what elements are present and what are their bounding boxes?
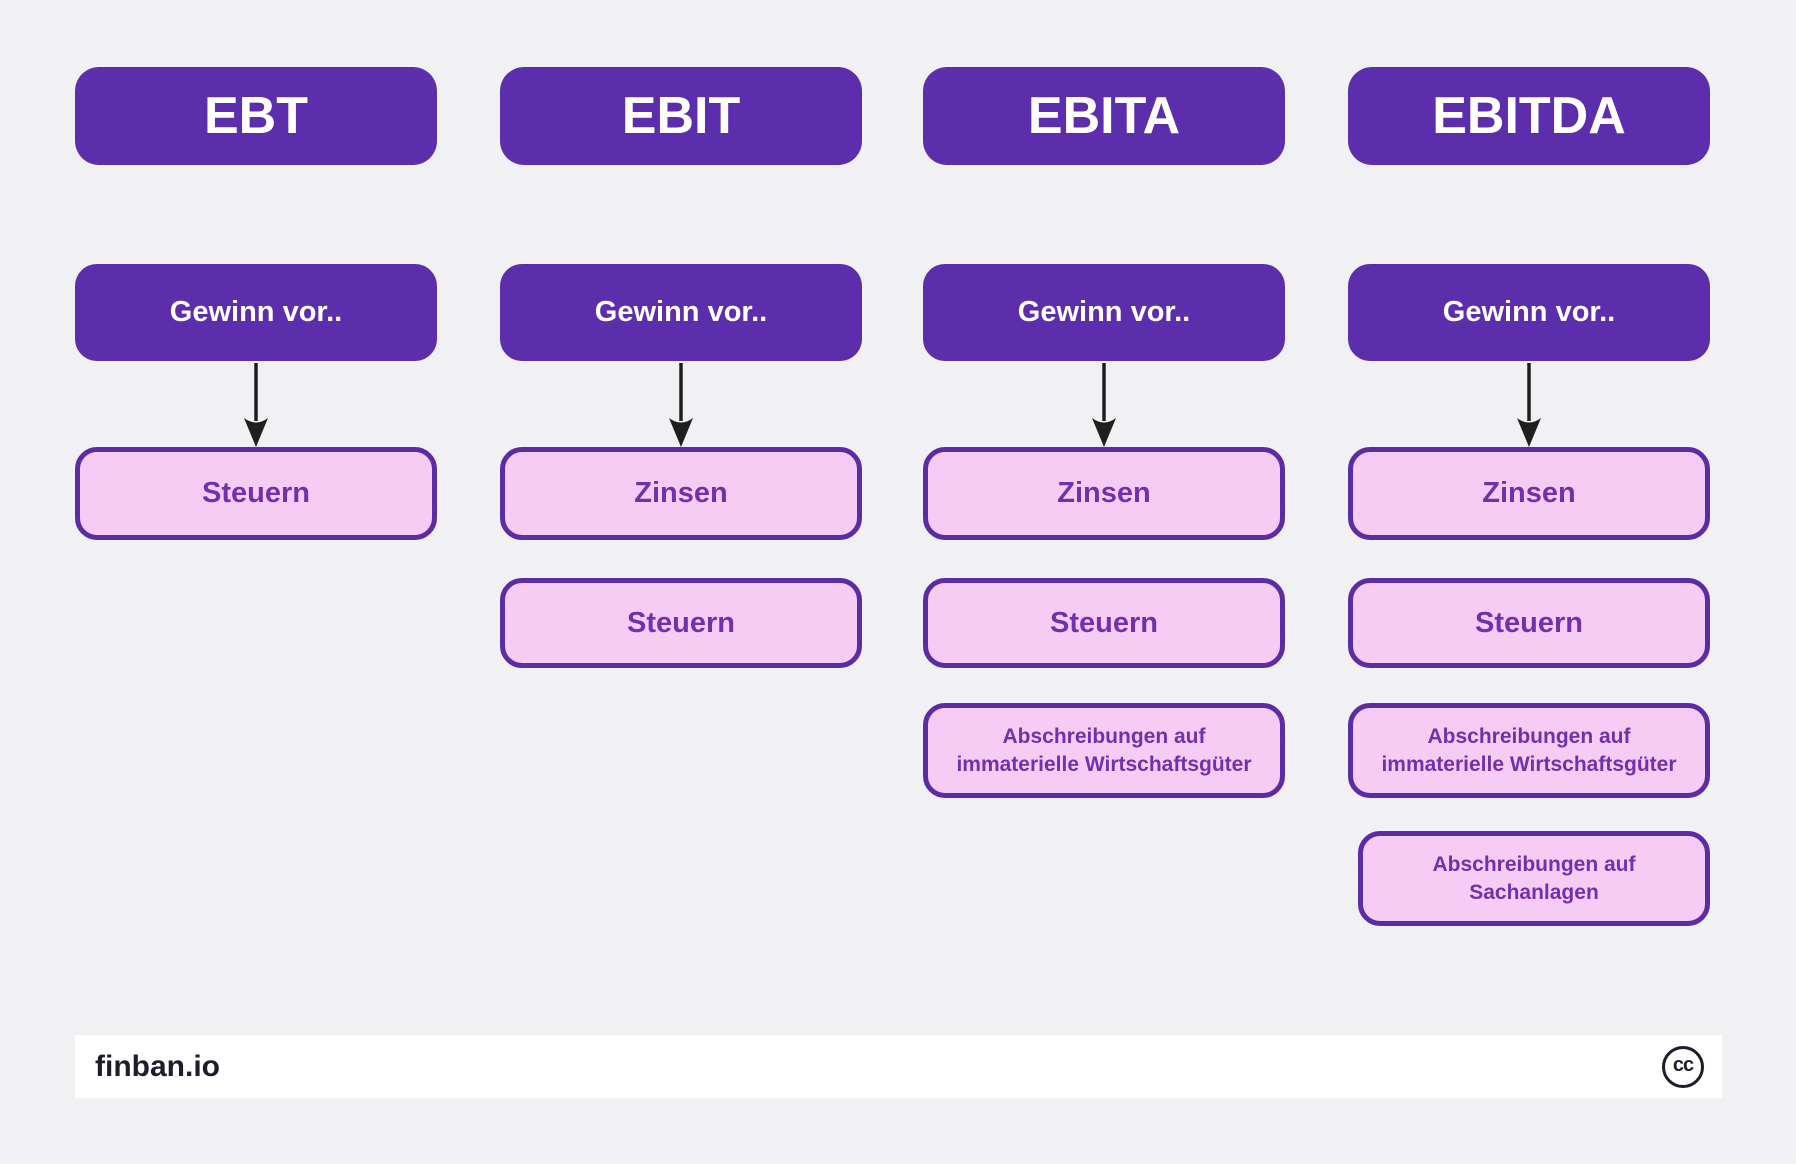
leaf-node-zinsen-ebita: Zinsen (923, 447, 1285, 540)
leaf-node-zinsen-ebitda: Zinsen (1348, 447, 1710, 540)
source-node-gewinn-vor-ebit: Gewinn vor.. (500, 264, 862, 361)
arrow-down-icon (1517, 363, 1541, 447)
arrow-down-ebitda (1348, 361, 1710, 447)
arrow-down-ebt (75, 361, 437, 447)
leaf-node-steuern-ebt: Steuern (75, 447, 437, 540)
source-node-gewinn-vor-ebt: Gewinn vor.. (75, 264, 437, 361)
brand-finban: finban.io (95, 1049, 220, 1083)
arrow-down-icon (1092, 363, 1116, 447)
arrow-down-ebita (923, 361, 1285, 447)
column-ebt: EBT Gewinn vor.. Steuern (75, 67, 437, 578)
column-ebit: EBIT Gewinn vor.. Zinsen Steuern (500, 67, 862, 703)
leaf-node-abschreibungen-immaterielle-ebita: Abschreibungen auf immaterielle Wirtscha… (923, 703, 1285, 798)
leaf-node-steuern-ebit: Steuern (500, 578, 862, 668)
source-node-gewinn-vor-ebitda: Gewinn vor.. (1348, 264, 1710, 361)
header-node-ebita: EBITA (923, 67, 1285, 165)
leaf-node-abschreibungen-immaterielle-ebitda: Abschreibungen auf immaterielle Wirtscha… (1348, 703, 1710, 798)
leaf-node-abschreibungen-sachanlagen-ebitda: Abschreibungen auf Sachanlagen (1358, 831, 1710, 926)
header-node-ebitda: EBITDA (1348, 67, 1710, 165)
source-node-gewinn-vor-ebita: Gewinn vor.. (923, 264, 1285, 361)
leaf-node-steuern-ebita: Steuern (923, 578, 1285, 668)
header-node-ebit: EBIT (500, 67, 862, 165)
leaf-node-zinsen-ebit: Zinsen (500, 447, 862, 540)
footer-bar: finban.io cc (75, 1035, 1722, 1098)
column-ebitda: EBITDA Gewinn vor.. Zinsen Steuern Absch… (1348, 67, 1710, 959)
arrow-down-icon (669, 363, 693, 447)
leaf-node-steuern-ebitda: Steuern (1348, 578, 1710, 668)
header-node-ebt: EBT (75, 67, 437, 165)
column-ebita: EBITA Gewinn vor.. Zinsen Steuern Abschr… (923, 67, 1285, 831)
arrow-down-icon (244, 363, 268, 447)
creative-commons-icon: cc (1662, 1045, 1704, 1088)
arrow-down-ebit (500, 361, 862, 447)
